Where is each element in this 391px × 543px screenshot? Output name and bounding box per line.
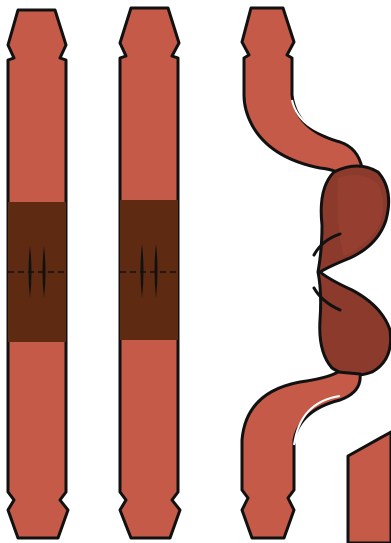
vessel-4 xyxy=(348,432,391,543)
vessel-1-clamp-band xyxy=(8,202,66,342)
vessel-3-upper xyxy=(242,8,362,180)
vessel-2 xyxy=(120,8,180,538)
vessel-3-aneurysm-highlight xyxy=(338,175,383,256)
vessel-4-body xyxy=(348,432,391,543)
vessel-1 xyxy=(8,10,68,538)
vessel-2-clamp-band xyxy=(120,200,178,340)
vessel-3-lower xyxy=(242,372,360,538)
